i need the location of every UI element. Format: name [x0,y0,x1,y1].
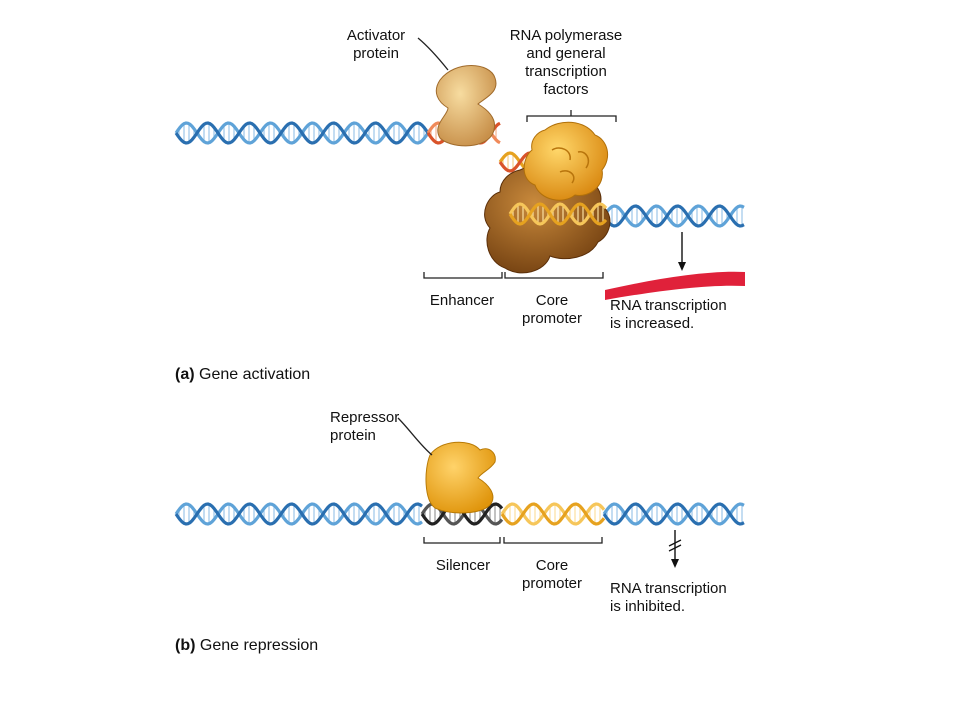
repressor-label: Repressor protein [330,409,399,445]
helix-strand [500,502,606,526]
panel-a [174,37,745,300]
caption-b: (b) Gene repression [175,637,318,655]
activator-label-line1: Activator [346,27,406,44]
caption-b-letter: (b) [175,637,196,654]
core-promoter-label-a: Core promoter [512,292,592,328]
core-promoter-helix-b [500,502,606,526]
caption-a-letter: (a) [175,366,195,383]
core-promoter-b-line2: promoter [521,575,583,592]
silencer-label: Silencer [435,557,491,574]
repressor-leader-line [397,417,433,456]
core-promoter-bracket-b [503,537,603,544]
inhibit-slash-1 [668,539,682,547]
polymerase-bracket [526,110,617,122]
activator-label: Activator protein [340,27,412,63]
helix-strand [174,502,423,526]
rna-inhibited-line2: is inhibited. [610,598,686,615]
core-promoter-b-line1: Core [535,557,569,574]
enhancer-bracket [423,272,503,279]
core-promoter-a-line2: promoter [521,310,583,327]
activator-protein-shape [435,65,497,147]
transcription-arrow-head [678,262,686,271]
helix-strand [508,202,608,226]
rna-increased-label: RNA transcription is increased. [610,297,727,333]
helix-strand [602,204,745,228]
helix-strand [602,502,745,526]
inhibit-slash-2 [668,544,682,552]
caption-a: (a) Gene activation [175,366,310,384]
rna-polymerase-shape [523,121,609,201]
rna-inhibited-line1: RNA transcription [610,580,727,597]
polymerase-label-line3: transcription [525,63,607,80]
enhancer-label: Enhancer [429,292,495,309]
caption-a-text: Gene activation [199,366,311,383]
repressor-label-line2: protein [330,427,376,444]
activator-leader-line [417,37,449,71]
core-promoter-a-line1: Core [535,292,569,309]
helix-strand [174,502,423,526]
polymerase-label-line4: factors [543,81,589,98]
rna-transcript [605,271,745,300]
rna-inhibited-label: RNA transcription is inhibited. [610,580,727,616]
caption-b-text: Gene repression [199,637,319,654]
dna-helix-left-a [174,121,430,145]
dna-helix-right-a [602,204,745,228]
rna-increased-line2: is increased. [610,315,695,332]
helix-strand [174,121,430,145]
panel-b [174,417,745,568]
repressor-protein-shape [425,441,496,514]
dna-helix-right-b [602,502,745,526]
repressor-label-line1: Repressor [330,409,400,426]
polymerase-label-line1: RNA polymerase [509,27,623,44]
rna-increased-line1: RNA transcription [610,297,727,314]
helix-strand [602,502,745,526]
polymerase-detail [551,147,590,184]
polymerase-label-line2: and general [526,45,606,62]
core-promoter-helix [508,202,608,226]
inhibited-arrow-head [671,559,679,568]
core-promoter-label-b: Core promoter [512,557,592,593]
silencer-bracket [423,537,501,544]
helix-strand [500,502,606,526]
helix-strand [498,151,533,173]
dna-helix-left-b [174,502,423,526]
helix-strand [602,204,745,228]
core-promoter-bracket-a [504,272,604,279]
activator-label-line2: protein [353,45,399,62]
polymerase-label: RNA polymerase and general transcription… [496,27,636,99]
